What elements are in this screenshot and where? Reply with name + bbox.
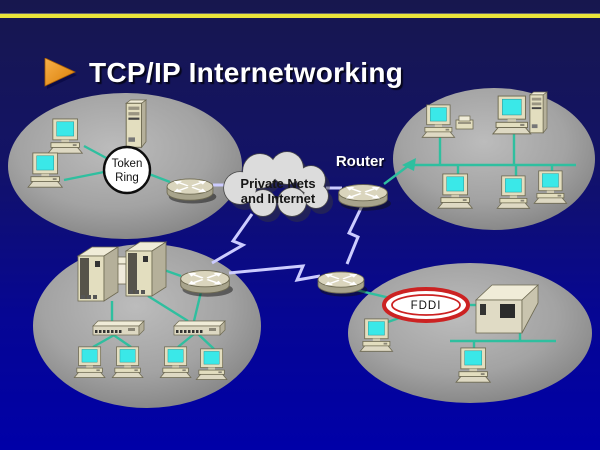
network-ellipse-ethernet <box>393 88 595 230</box>
desktop-computer-icon <box>159 346 192 378</box>
cloud-label-line1: Private Nets <box>240 176 315 191</box>
slide-title: TCP/IP Internetworking <box>89 57 404 88</box>
router-icon <box>339 185 391 211</box>
router-icon <box>181 271 233 297</box>
router-icon <box>318 272 367 297</box>
server-tower-icon <box>529 91 548 134</box>
desktop-computer-icon <box>27 152 63 188</box>
token-ring-label-line2: Ring <box>115 172 139 184</box>
hub-icon <box>92 320 145 336</box>
bullet-arrow-icon <box>44 57 77 89</box>
desktop-computer-icon <box>496 175 531 209</box>
cloud-label-line2: and Internet <box>241 191 316 206</box>
desktop-computer-icon <box>455 347 491 383</box>
router-label: Router <box>336 153 384 170</box>
router-icon <box>167 179 216 204</box>
top-rule-shadow <box>0 13 600 14</box>
desktop-computer-icon <box>359 318 394 352</box>
desktop-computer-icon <box>437 173 473 209</box>
fddi-label: FDDI <box>411 300 442 312</box>
fddi-badge: FDDI <box>382 287 470 323</box>
hub-icon <box>173 320 226 336</box>
title-row: TCP/IP Internetworking <box>44 57 403 89</box>
desktop-computer-icon <box>533 170 568 204</box>
cloud-shape: Private Nets and Internet <box>223 151 333 222</box>
cabinet-icon <box>474 284 540 334</box>
desktop-computer-icon <box>195 348 228 380</box>
mainframe-icon <box>76 241 168 302</box>
top-rule <box>0 14 600 18</box>
server-tower-icon <box>125 99 147 148</box>
desktop-computer-icon <box>47 118 83 154</box>
desktop-computer-icon <box>111 346 144 378</box>
desktop-computer-icon <box>73 346 106 378</box>
desktop-computer-icon <box>421 104 456 138</box>
wan-links <box>211 183 364 282</box>
token-ring-label-line1: Token <box>112 158 143 170</box>
token-ring-badge: Token Ring <box>102 145 152 195</box>
workstation-icon <box>492 95 532 135</box>
